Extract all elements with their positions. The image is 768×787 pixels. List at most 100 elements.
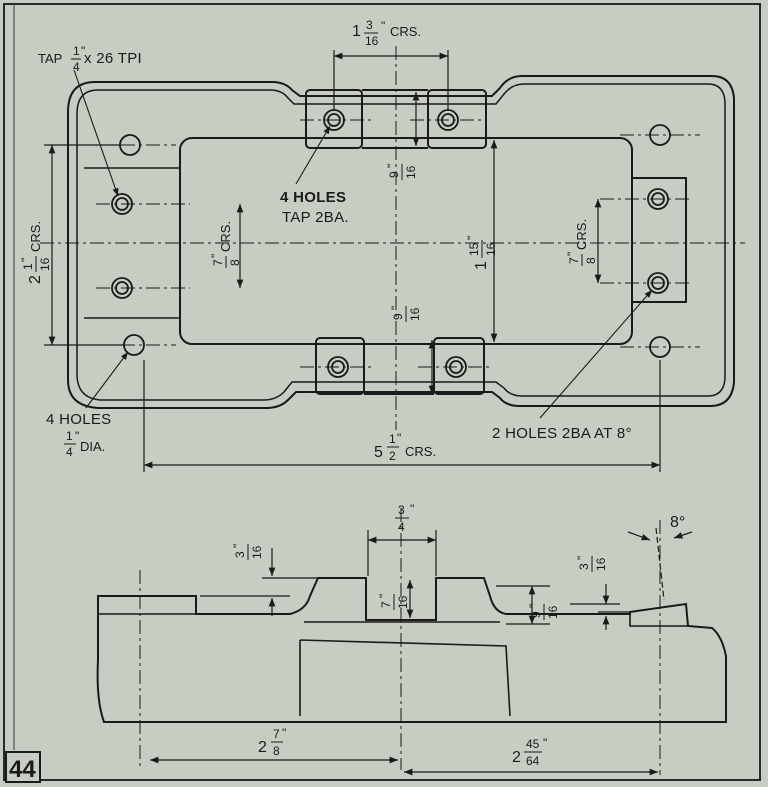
svg-text:": " bbox=[397, 431, 401, 445]
svg-text:CRS.: CRS. bbox=[405, 444, 436, 459]
holes-quarter-dia-note: 4 HOLES 1 4 " DIA. bbox=[46, 411, 111, 459]
svg-text:3: 3 bbox=[398, 503, 405, 517]
dim-center-height: 1 15 16 " bbox=[465, 236, 498, 270]
svg-text:2: 2 bbox=[389, 449, 396, 463]
svg-text:3: 3 bbox=[577, 563, 591, 570]
svg-text:16: 16 bbox=[484, 242, 498, 256]
dim-top-crs: 1 3 16 " CRS. bbox=[352, 18, 421, 48]
plan-dimension-lines bbox=[44, 50, 661, 472]
svg-text:TAP: TAP bbox=[38, 51, 62, 66]
svg-text:": " bbox=[231, 544, 245, 548]
dim-center-top: 9 16 " bbox=[385, 164, 418, 180]
page-number-box: 44 bbox=[5, 751, 41, 783]
elevation-dimension-lines bbox=[150, 527, 693, 776]
elevation-annotations: 3 4 " 8° 3 16 " 7 16 " 9 16 " 3 bbox=[231, 502, 685, 768]
svg-text:1: 1 bbox=[389, 432, 396, 446]
svg-text:": " bbox=[527, 604, 541, 608]
plan-view bbox=[40, 46, 745, 472]
plan-leaders bbox=[73, 69, 653, 419]
svg-text:16: 16 bbox=[396, 595, 410, 609]
svg-text:": " bbox=[385, 164, 399, 168]
svg-text:4: 4 bbox=[73, 60, 80, 74]
svg-text:": " bbox=[543, 736, 547, 750]
svg-text:9: 9 bbox=[387, 171, 401, 178]
svg-text:1: 1 bbox=[21, 263, 35, 270]
svg-text:16: 16 bbox=[546, 605, 560, 619]
svg-text:x 26 TPI: x 26 TPI bbox=[84, 50, 142, 67]
svg-text:": " bbox=[381, 19, 385, 33]
svg-text:": " bbox=[389, 306, 403, 310]
elevation-body-outline bbox=[96, 577, 727, 723]
svg-text:7: 7 bbox=[211, 259, 225, 266]
svg-text:1: 1 bbox=[73, 44, 80, 58]
svg-text:8: 8 bbox=[584, 257, 598, 264]
svg-text:8: 8 bbox=[273, 744, 280, 758]
svg-text:2: 2 bbox=[258, 739, 267, 756]
svg-text:4: 4 bbox=[66, 445, 73, 459]
svg-text:CRS.: CRS. bbox=[218, 221, 233, 252]
dim-center-bottom: 9 16 " bbox=[389, 306, 422, 322]
svg-text:8: 8 bbox=[228, 259, 242, 266]
svg-text:": " bbox=[75, 429, 79, 443]
dim-slot-depth: 7 16 " bbox=[377, 594, 410, 610]
svg-text:16: 16 bbox=[38, 257, 52, 271]
tap-note: TAP 1 4 " x 26 TPI bbox=[38, 44, 142, 74]
svg-text:16: 16 bbox=[594, 557, 608, 571]
plan-bottom-block-right bbox=[433, 337, 485, 395]
dim-bottom-right: 2 45 64 " bbox=[512, 736, 547, 768]
svg-text:1: 1 bbox=[352, 23, 361, 40]
svg-text:3: 3 bbox=[233, 551, 247, 558]
svg-text:3: 3 bbox=[366, 18, 373, 32]
dim-bottom-left: 2 7 8 " bbox=[258, 726, 286, 758]
svg-text:CRS.: CRS. bbox=[390, 24, 421, 39]
sheet-border bbox=[3, 3, 761, 781]
svg-text:2: 2 bbox=[27, 275, 44, 284]
page-number: 44 bbox=[9, 756, 36, 783]
svg-text:": " bbox=[565, 252, 579, 256]
svg-text:7: 7 bbox=[379, 601, 393, 608]
svg-text:": " bbox=[377, 594, 391, 598]
svg-text:16: 16 bbox=[250, 545, 264, 559]
svg-text:": " bbox=[575, 556, 589, 560]
elevation-view bbox=[96, 508, 727, 776]
svg-text:4: 4 bbox=[398, 520, 405, 534]
svg-text:": " bbox=[282, 726, 286, 740]
svg-text:": " bbox=[81, 44, 85, 58]
svg-text:7: 7 bbox=[567, 257, 581, 264]
dim-left-step: 3 16 " bbox=[231, 544, 264, 560]
dim-slot-width: 3 4 " bbox=[395, 502, 414, 534]
svg-text:45: 45 bbox=[526, 737, 540, 751]
svg-text:9: 9 bbox=[529, 611, 543, 618]
svg-text:15: 15 bbox=[467, 242, 481, 256]
dim-left-inner: 7 8 " CRS. bbox=[209, 221, 242, 268]
svg-text:9: 9 bbox=[391, 313, 405, 320]
svg-text:16: 16 bbox=[365, 34, 379, 48]
svg-text:DIA.: DIA. bbox=[80, 439, 105, 454]
dim-right-inner: 7 8 " CRS. bbox=[565, 219, 598, 266]
dim-right-step-b: 3 16 " bbox=[575, 556, 608, 572]
svg-text:": " bbox=[19, 258, 33, 262]
svg-text:2: 2 bbox=[512, 749, 521, 766]
holes-2ba-8deg-note: 2 HOLES 2BA AT 8° bbox=[492, 425, 632, 442]
svg-text:": " bbox=[410, 502, 414, 516]
dim-left-outer: 2 1 16 " CRS. bbox=[19, 221, 52, 284]
plan-outer-outline bbox=[67, 75, 735, 409]
svg-text:4 HOLES: 4 HOLES bbox=[280, 189, 346, 206]
dim-bottom-crs: 5 1 2 " CRS. bbox=[374, 431, 436, 463]
svg-text:1: 1 bbox=[66, 429, 73, 443]
plan-right-tab bbox=[631, 177, 687, 303]
svg-text:64: 64 bbox=[526, 754, 540, 768]
svg-text:16: 16 bbox=[404, 165, 418, 179]
plan-bottom-block-left bbox=[315, 337, 365, 395]
svg-text:": " bbox=[465, 236, 479, 240]
svg-text:CRS.: CRS. bbox=[574, 219, 589, 250]
elevation-center-block bbox=[299, 639, 511, 717]
svg-text:16: 16 bbox=[408, 307, 422, 321]
elevation-right-pad bbox=[629, 614, 688, 627]
dim-right-step-a: 9 16 " bbox=[527, 604, 560, 620]
plan-top-block-right bbox=[427, 89, 487, 149]
dim-angle: 8° bbox=[670, 514, 685, 531]
svg-text:4 HOLES: 4 HOLES bbox=[46, 411, 111, 428]
elevation-center-lines bbox=[139, 508, 661, 775]
svg-text:": " bbox=[209, 254, 223, 258]
